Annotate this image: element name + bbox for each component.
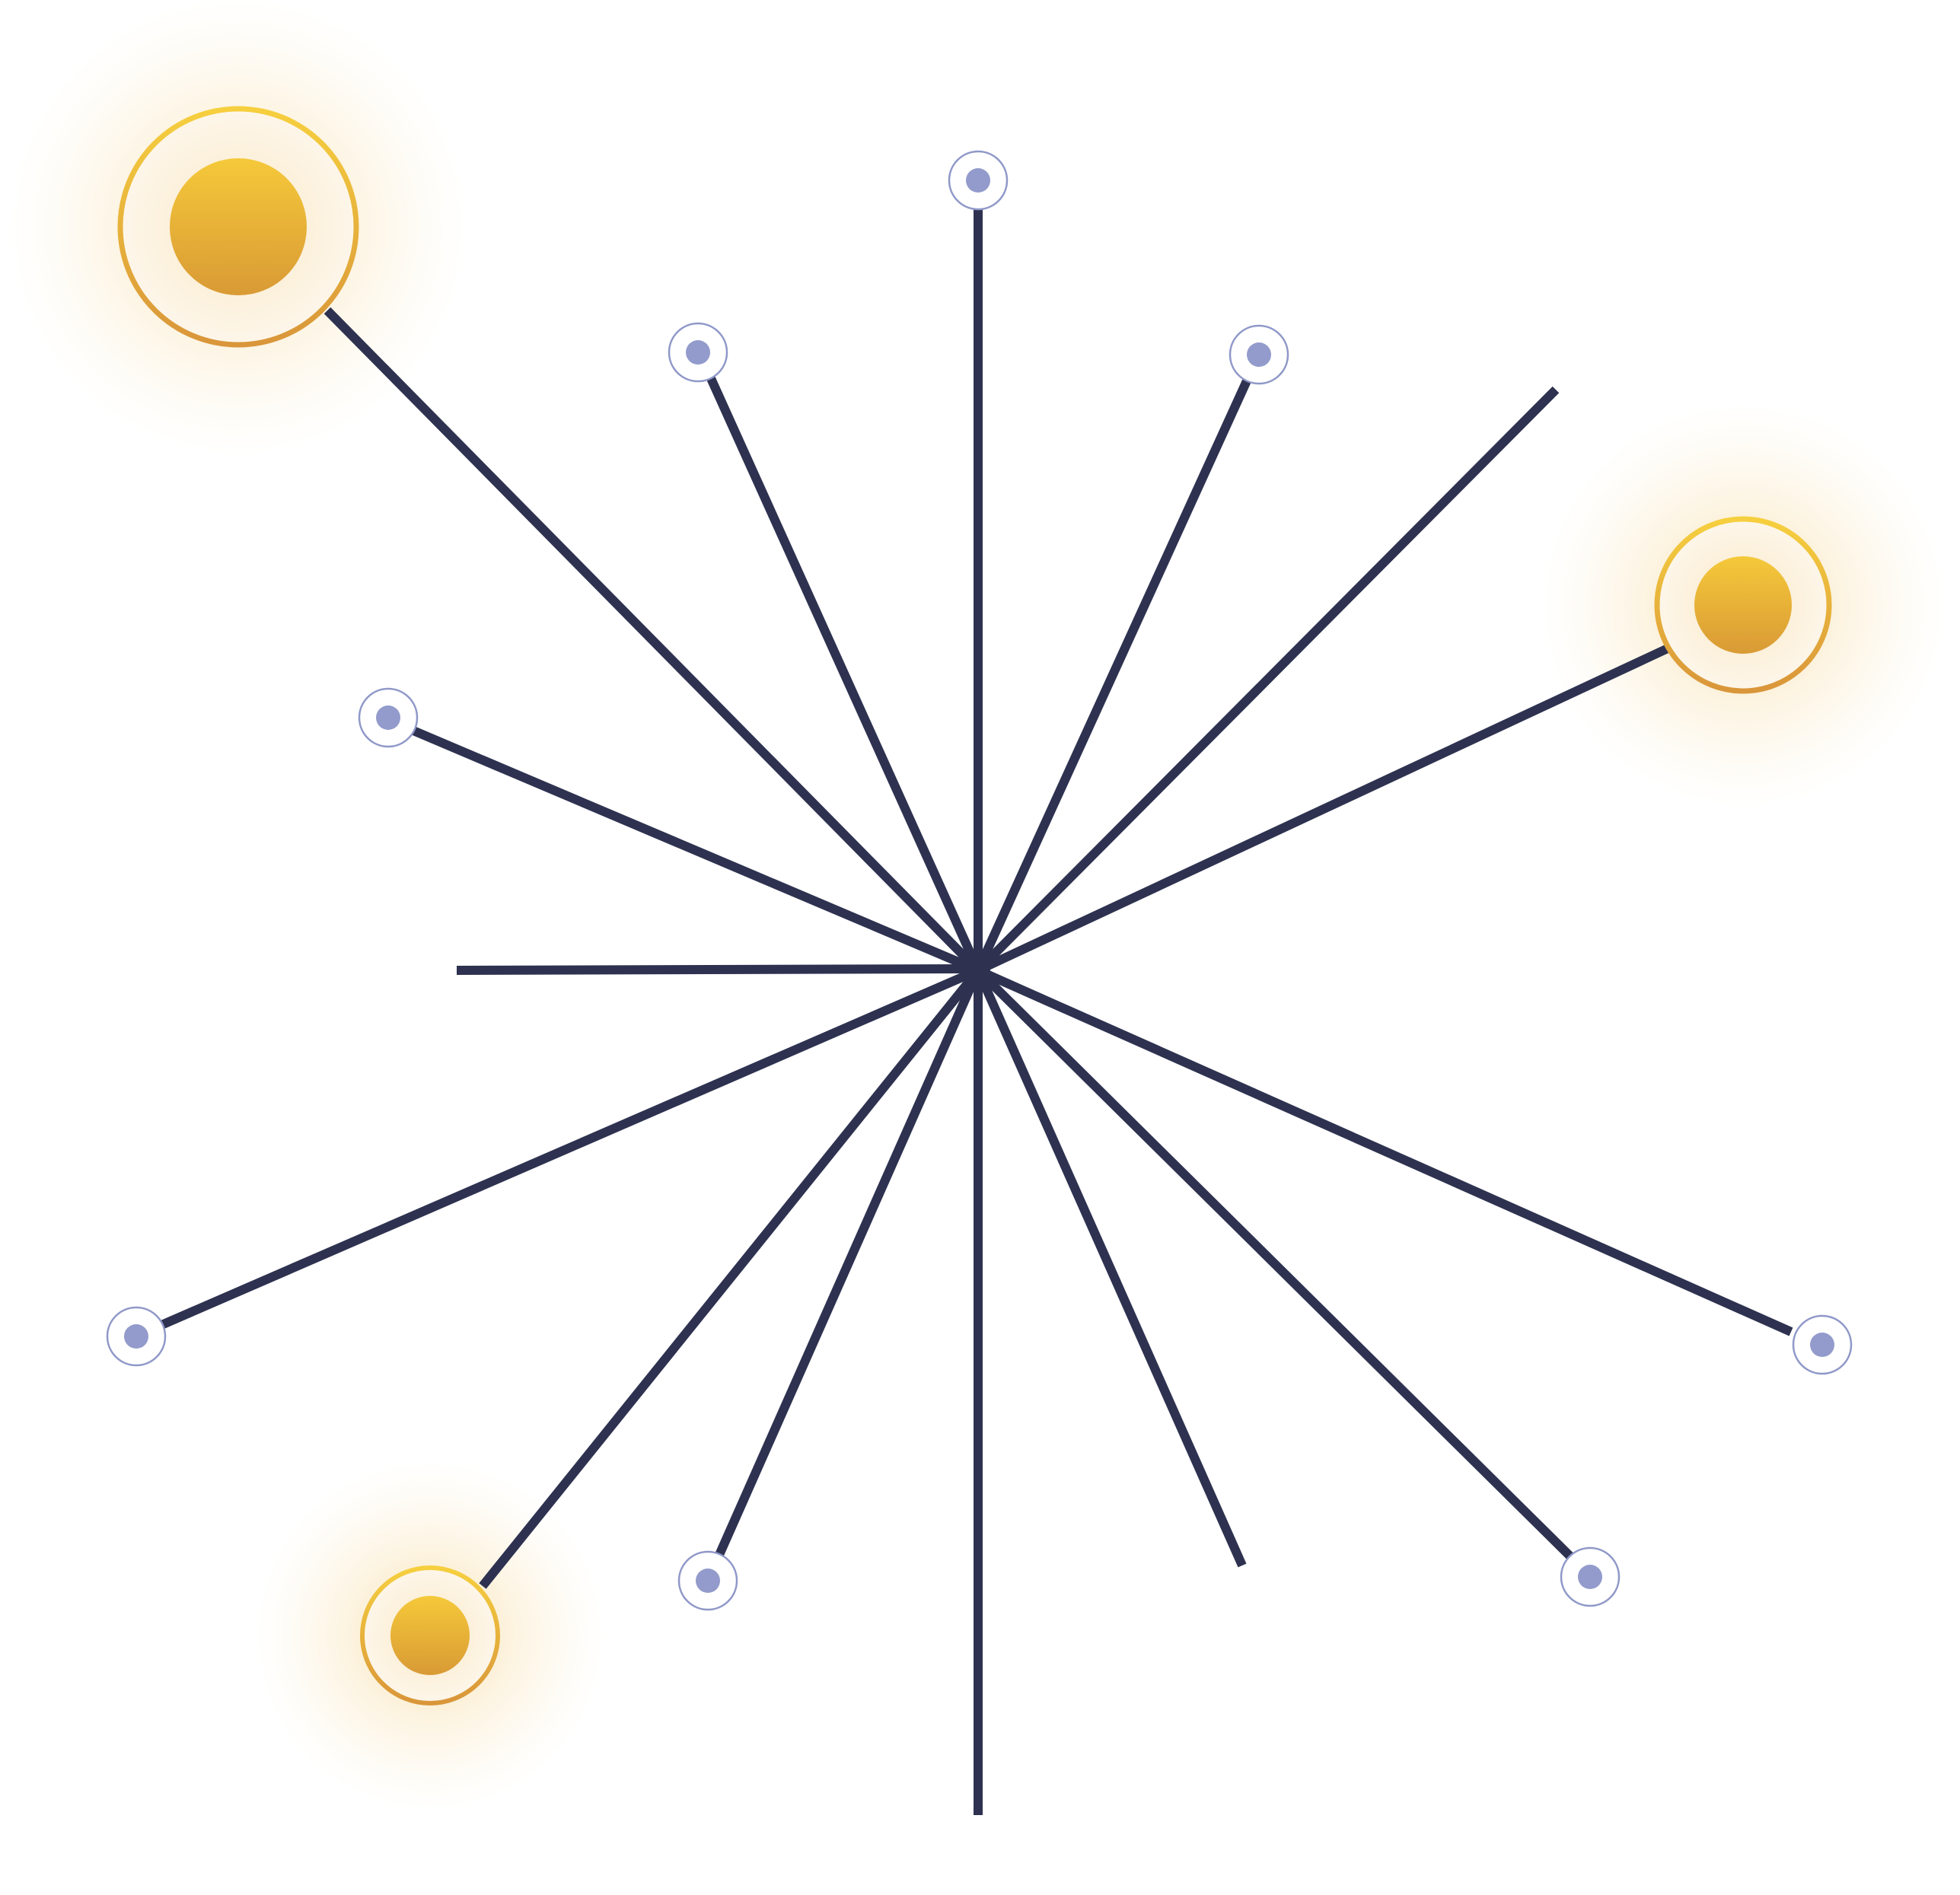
highlight-node-right[interactable] bbox=[1654, 516, 1832, 694]
spoke-lower-right-small bbox=[974, 967, 1576, 1562]
node-upper-left[interactable] bbox=[668, 322, 728, 383]
spoke-upper-right-open bbox=[974, 386, 1560, 974]
spoke-bottom-right-open bbox=[974, 968, 1247, 1568]
spoke-lower-left-small bbox=[158, 966, 980, 1330]
spoke-upper-left-small bbox=[706, 374, 983, 973]
hub-node bbox=[966, 958, 990, 983]
highlight-node-top-left[interactable] bbox=[117, 106, 359, 348]
node-upper-right[interactable] bbox=[1229, 324, 1289, 385]
standard-nodes bbox=[106, 150, 1853, 1611]
spoke-lower-left-highlight bbox=[479, 967, 982, 1589]
node-right[interactable] bbox=[1792, 1314, 1853, 1375]
spoke-top-left-highlight bbox=[323, 307, 982, 974]
node-left[interactable] bbox=[358, 687, 419, 748]
spoke-upper-right-small bbox=[974, 375, 1253, 973]
node-top[interactable] bbox=[948, 150, 1009, 211]
node-lower-right[interactable] bbox=[1560, 1546, 1621, 1607]
spokes bbox=[158, 208, 1793, 1815]
spoke-right-highlight bbox=[976, 644, 1670, 975]
highlight-node-bottom-left[interactable] bbox=[360, 1565, 500, 1706]
spoke-left-open bbox=[456, 964, 979, 975]
highlighted-nodes bbox=[117, 106, 1832, 1706]
spoke-left-small bbox=[411, 726, 980, 975]
node-bottom-left[interactable] bbox=[677, 1550, 738, 1611]
spoke-bottom-left-small bbox=[715, 968, 983, 1557]
spoke-right-small bbox=[976, 966, 1793, 1336]
node-lower-left[interactable] bbox=[106, 1306, 167, 1367]
